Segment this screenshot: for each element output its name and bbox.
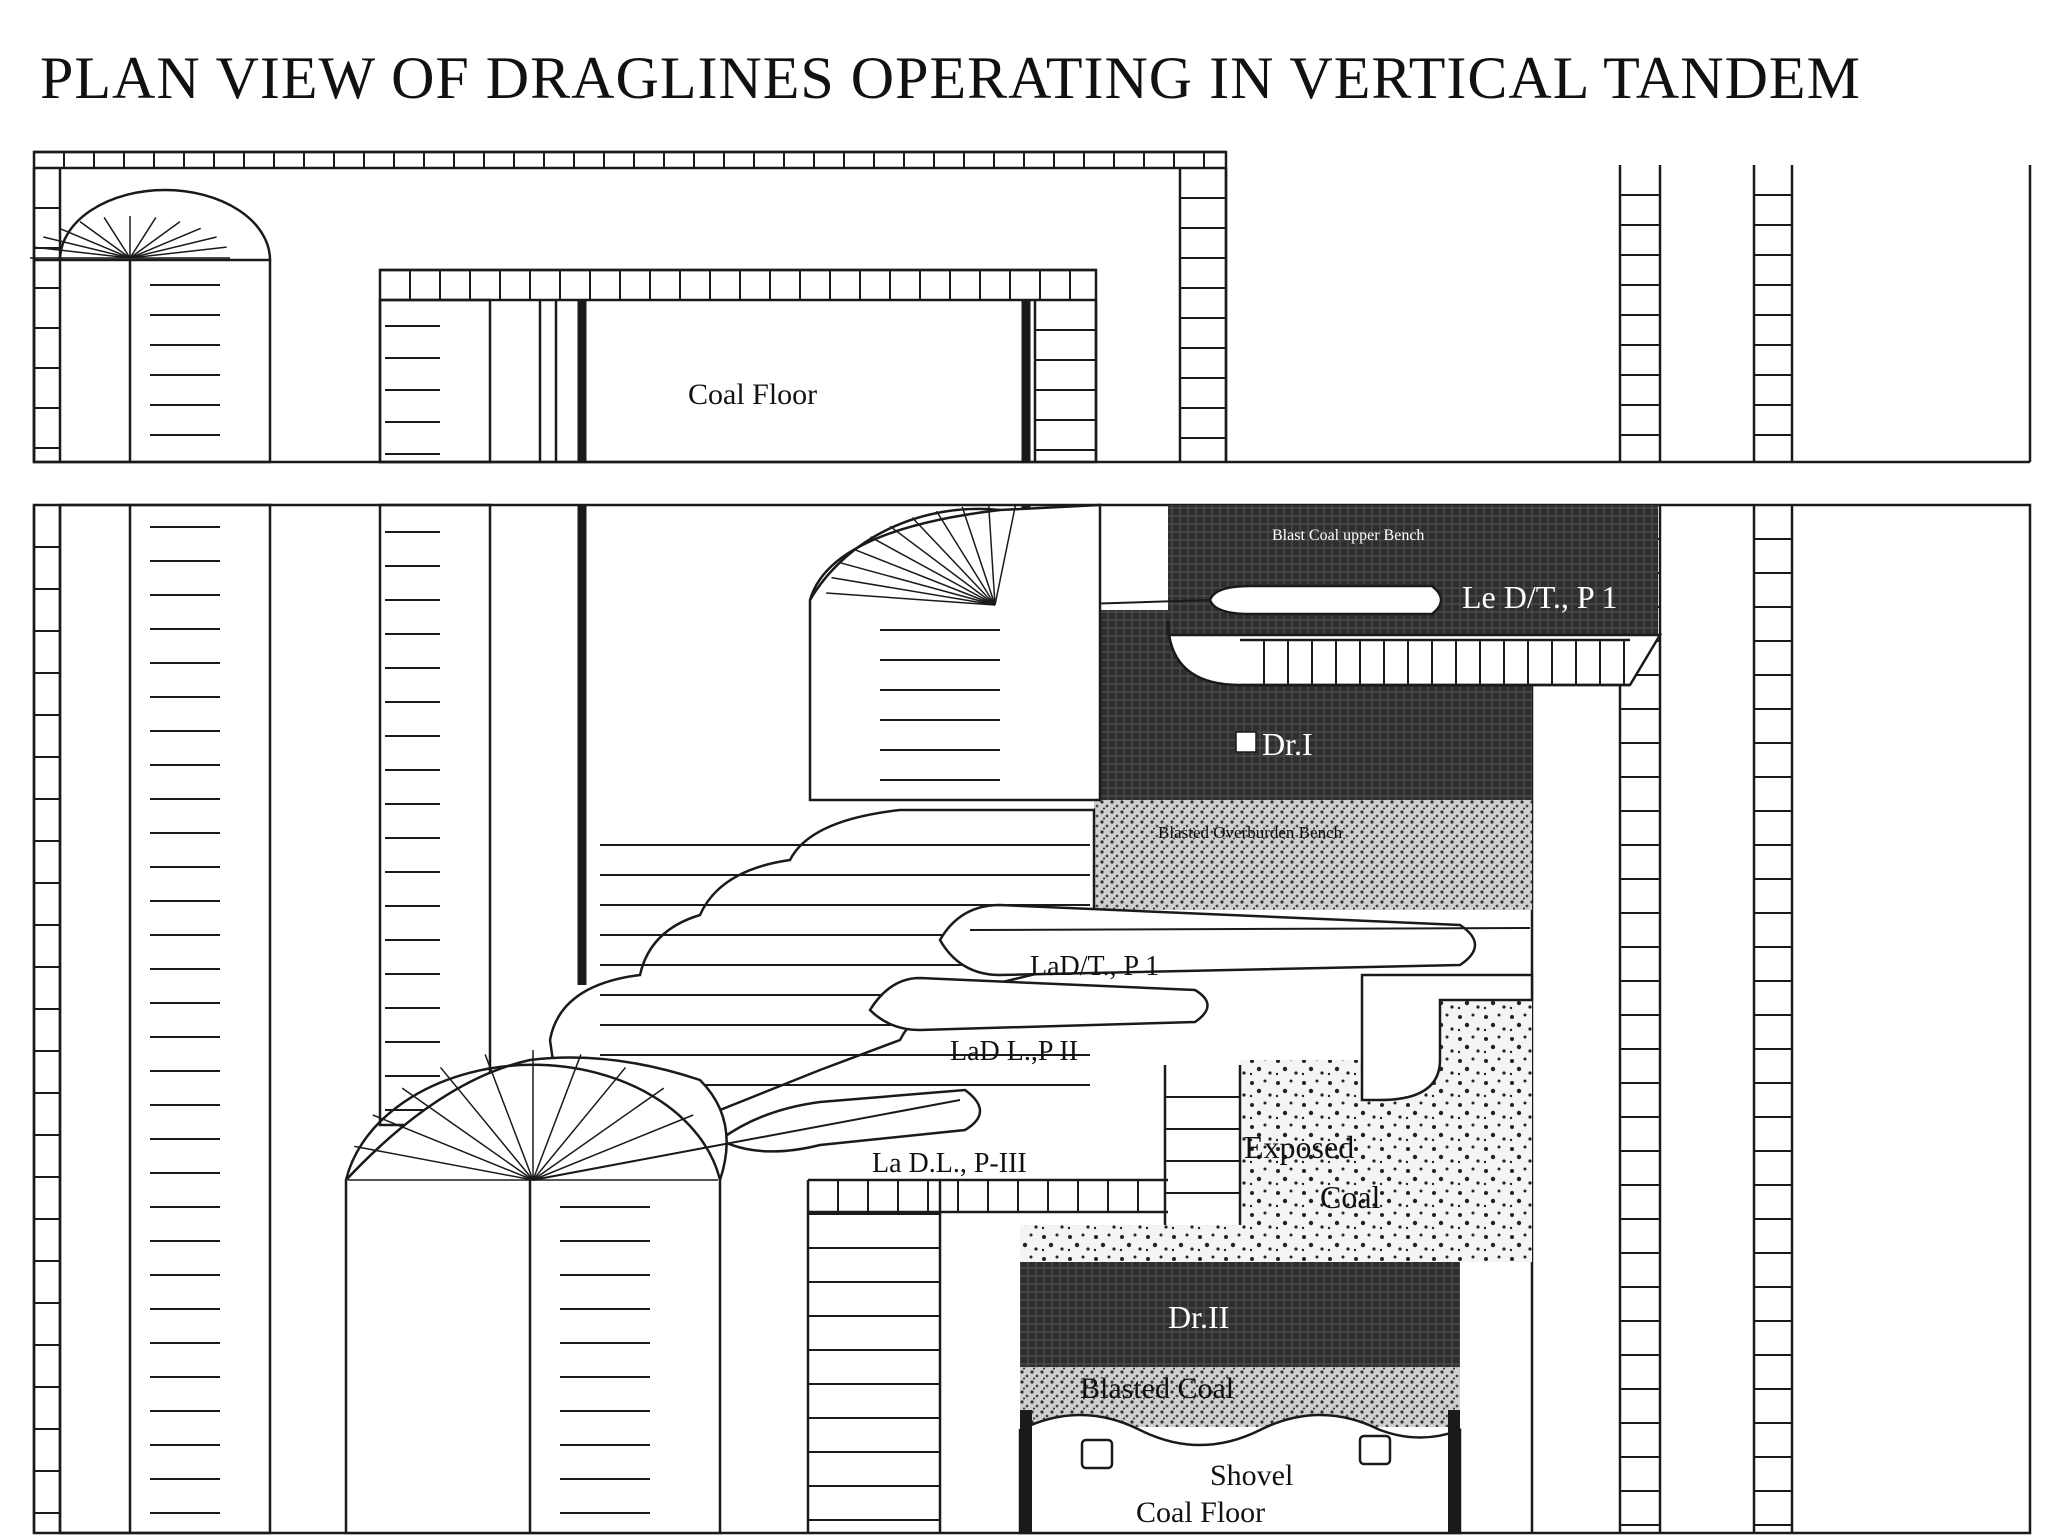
boom-line-1 bbox=[969, 927, 1531, 931]
exposed-label: Exposed bbox=[1244, 1129, 1354, 1165]
shovel-cab-right bbox=[1358, 1434, 1392, 1466]
top-dome-ray bbox=[103, 217, 131, 259]
mid-fan-ray bbox=[853, 548, 996, 606]
upper-bench-label: Blast Coal upper Bench bbox=[1272, 527, 1424, 544]
la-dl-p3-label: La D.L., P-III bbox=[872, 1148, 1027, 1179]
lower-fan-ray bbox=[532, 1087, 665, 1181]
blasted-bench-label: Blasted Overburden Bench bbox=[1158, 823, 1343, 842]
mid-fan-ray bbox=[870, 536, 996, 606]
lower-boom-line bbox=[532, 1099, 961, 1181]
lower-fan-ray bbox=[532, 1114, 694, 1181]
shovel-cab-left bbox=[1080, 1438, 1114, 1470]
boom-lobe-1 bbox=[938, 903, 1477, 977]
top-dome-ray bbox=[129, 217, 157, 259]
mid-fan-ray bbox=[826, 592, 996, 606]
drill-1-label: Dr.I bbox=[1262, 726, 1313, 762]
top-pit-left-strip bbox=[378, 298, 492, 464]
mid-fan-ray bbox=[911, 517, 996, 606]
top-dome-ray bbox=[33, 246, 131, 259]
bottom-left-strip bbox=[58, 503, 272, 1535]
spoil-pile bbox=[548, 808, 1096, 1112]
top-left-strip bbox=[32, 258, 272, 464]
coal-floor-top-label: Coal Floor bbox=[688, 378, 817, 411]
boom-lobe-2 bbox=[868, 976, 1209, 1032]
drill-2-bench bbox=[1020, 1262, 1460, 1367]
lower-fan-ray bbox=[354, 1145, 534, 1181]
upper-boom-lobe bbox=[1208, 584, 1443, 616]
le-dt-p1-label: Le D/T., P 1 bbox=[1462, 579, 1618, 615]
top-dome-ray bbox=[129, 221, 181, 259]
lower-dragline-pad bbox=[344, 1056, 728, 1535]
top-dome-ray bbox=[129, 227, 202, 259]
mid-fan-ray bbox=[935, 510, 996, 606]
shovel-label: Shovel bbox=[1210, 1459, 1293, 1492]
lower-fan-ray bbox=[401, 1087, 534, 1181]
blasted-bench-block bbox=[1094, 800, 1532, 910]
blasted-coal-label: Blasted Coal bbox=[1080, 1372, 1234, 1405]
mid-fan-arc bbox=[808, 507, 1001, 601]
lower-fan-ray bbox=[484, 1054, 534, 1181]
top-dome-ray bbox=[58, 227, 131, 259]
mid-fan-ray bbox=[831, 576, 996, 606]
shovel-face bbox=[1018, 1413, 1462, 1535]
lower-fan-ray bbox=[439, 1066, 534, 1181]
top-dome-ray bbox=[79, 221, 131, 259]
top-dome-arc bbox=[58, 188, 272, 261]
drill-2-label: Dr.II bbox=[1168, 1299, 1229, 1335]
mid-fan-ray bbox=[889, 525, 996, 606]
diagram-title: PLAN VIEW OF DRAGLINES OPERATING IN VERT… bbox=[40, 45, 1861, 111]
lad-t-p1-label: LaD/T., P 1 bbox=[1030, 951, 1159, 982]
lower-fan-ray bbox=[532, 1066, 627, 1181]
shovel-left-wall bbox=[1020, 1410, 1032, 1533]
mid-fan-ray bbox=[994, 505, 1017, 606]
exposed-coal-bench bbox=[1360, 973, 1534, 1102]
lad-l-p2-label: LaD L.,P II bbox=[950, 1036, 1078, 1067]
bottom-second-strip bbox=[378, 503, 492, 1127]
lower-fan-ray bbox=[532, 1054, 582, 1181]
drill-1-marker bbox=[1235, 731, 1257, 753]
lower-fan-ray bbox=[372, 1114, 534, 1181]
top-dome-ray bbox=[129, 236, 217, 259]
shovel-right-wall bbox=[1448, 1410, 1460, 1533]
mid-fan-ray bbox=[840, 562, 996, 606]
top-dome-ray bbox=[43, 236, 131, 259]
top-dome-ray bbox=[129, 246, 227, 259]
coal-floor-bottom-label: Coal Floor bbox=[1136, 1496, 1265, 1529]
mid-fan-ray bbox=[961, 506, 996, 606]
mid-fan-ray bbox=[987, 505, 996, 606]
coal-label: Coal bbox=[1320, 1179, 1381, 1215]
